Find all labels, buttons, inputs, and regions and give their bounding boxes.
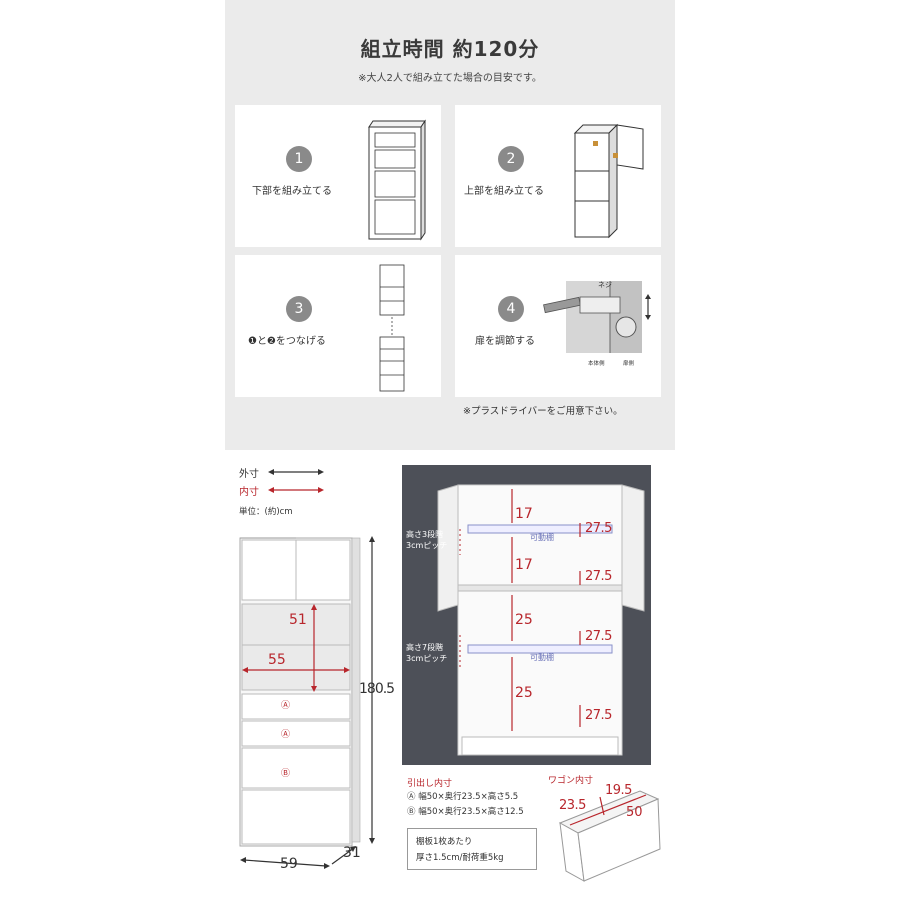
connect-illustration: [379, 264, 405, 392]
lower-height-2: 25: [515, 685, 533, 701]
lower-shelf-note-2: 3cmピッチ: [406, 654, 448, 663]
upper-shelf-note-2: 3cmピッチ: [406, 541, 448, 550]
depth-2: 27.5: [585, 569, 612, 584]
step-card-4: 4 扉を調節する ネジ 本体側 扉側: [455, 255, 661, 397]
assembly-section: 組立時間 約120分 ※大人2人で組み立てた場合の目安です。 1 下部を組み立て…: [225, 0, 675, 450]
step-label-3: ❶と❷をつなげる: [248, 336, 326, 347]
depth-1: 27.5: [585, 521, 612, 536]
step-label-4: 扉を調節する: [475, 336, 535, 347]
step-label-1: 下部を組み立てる: [252, 186, 332, 197]
inner-height-value: 51: [289, 612, 307, 628]
lower-shelf-note-1: 高さ7段階: [406, 643, 444, 652]
wagon-title: ワゴン内寸: [548, 776, 594, 786]
lower-cabinet-illustration: [368, 119, 426, 241]
upper-height-1: 17: [515, 506, 533, 522]
legend-outer: 外寸: [239, 469, 259, 480]
legend-arrows: [268, 469, 324, 493]
assembly-subtitle: ※大人2人で組み立てた場合の目安です。: [358, 73, 542, 84]
assembly-title: 組立時間 約120分: [360, 37, 540, 61]
drawer-b-spec: Ⓑ 幅50×奥行23.5×高さ12.5: [407, 807, 524, 817]
shelf-spec-line-1: 棚板1枚あたり: [416, 837, 473, 847]
lower-height-1: 25: [515, 612, 533, 628]
wagon-illustration: [558, 790, 661, 882]
movable-shelf-lower: 可動棚: [530, 653, 554, 662]
movable-shelf-upper: 可動棚: [530, 533, 554, 542]
drawers-title: 引出し内寸: [407, 779, 453, 789]
step-card-1: 1 下部を組み立てる: [235, 105, 441, 247]
height-value: 180.5: [359, 681, 395, 697]
drawer-a-marker-2: Ⓐ: [281, 730, 291, 740]
drawer-a-marker-1: Ⓐ: [281, 701, 291, 711]
wagon-depth: 19.5: [605, 783, 632, 798]
body-side-label: 本体側: [588, 361, 605, 367]
cabinet-front-illustration: [239, 536, 375, 869]
door-side-label: 扉側: [623, 361, 635, 367]
upper-shelf-note-1: 高さ3段階: [406, 530, 444, 539]
depth-3: 27.5: [585, 629, 612, 644]
upper-height-2: 17: [515, 557, 533, 573]
drawer-a-spec: Ⓐ 幅50×奥行23.5×高さ5.5: [407, 792, 519, 802]
driver-note: ※プラスドライバーをご用意下さい。: [463, 406, 623, 417]
shelf-spec-box: 棚板1枚あたり 厚さ1.5cm/耐荷重5kg: [407, 828, 537, 870]
screw-label: ネジ: [598, 281, 612, 289]
depth-value: 31: [343, 845, 361, 861]
step-card-2: 2 上部を組み立てる: [455, 105, 661, 247]
step-number-1: 1: [286, 146, 312, 172]
interior-illustration: [437, 484, 645, 756]
step-number-3: 3: [286, 296, 312, 322]
step-number-4: 4: [498, 296, 524, 322]
wagon-width: 50: [626, 805, 643, 820]
step-number-2: 2: [498, 146, 524, 172]
interior-panel: 17 17 25 25 27.5 27.5 27.5 27.5 可動棚 可動棚 …: [402, 465, 651, 765]
wagon-height: 23.5: [559, 798, 586, 813]
shelf-spec-line-2: 厚さ1.5cm/耐荷重5kg: [416, 853, 504, 863]
step-card-3: 3 ❶と❷をつなげる: [235, 255, 441, 397]
step-label-2: 上部を組み立てる: [464, 186, 544, 197]
upper-cabinet-illustration: [573, 123, 644, 239]
unit-label: 単位：(約)cm: [239, 507, 293, 517]
inner-width-value: 55: [268, 652, 286, 668]
depth-4: 27.5: [585, 708, 612, 723]
width-value: 59: [280, 856, 298, 872]
legend-inner: 内寸: [239, 487, 259, 498]
drawer-b-marker: Ⓑ: [281, 769, 291, 779]
hinge-illustration: [543, 281, 651, 353]
